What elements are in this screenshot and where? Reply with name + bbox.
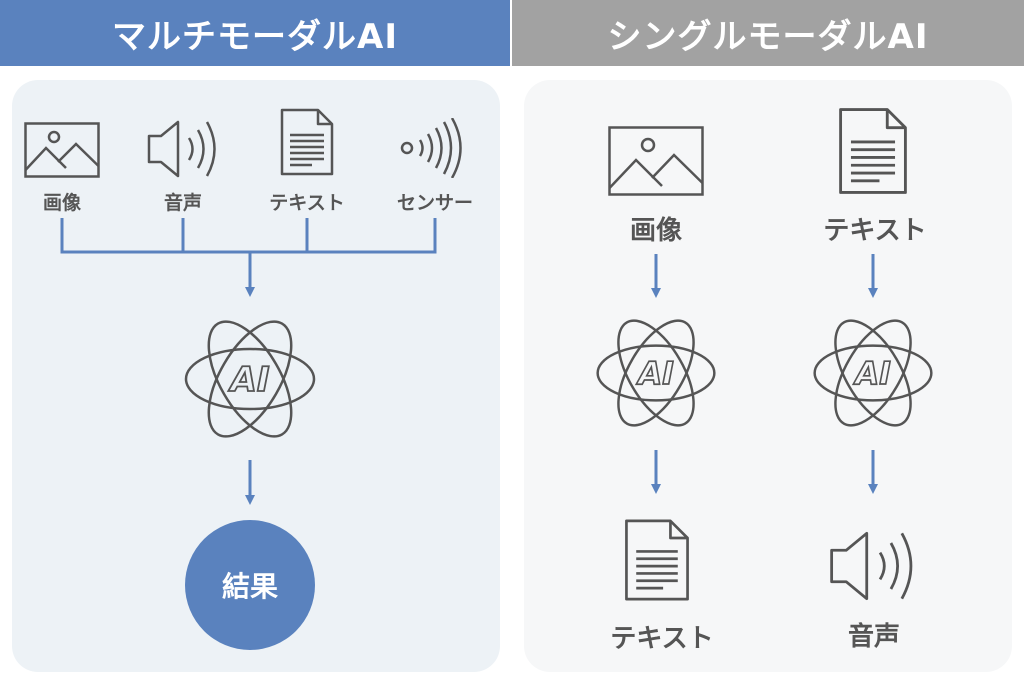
multimodal-header: マルチモーダルAI [0, 0, 510, 66]
ai-atom-icon: AI [184, 320, 316, 438]
pipeline2-input-label: テキスト [823, 216, 927, 246]
image-icon [608, 126, 704, 196]
ai-text: AI [852, 356, 891, 392]
multimodal-title: マルチモーダルAI [112, 16, 398, 57]
pipeline1-input-label: 画像 [629, 216, 683, 246]
input-label-image: 画像 [42, 192, 82, 214]
input-label-sensor: センサー [396, 192, 474, 214]
ai-atom-icon: AI [596, 319, 716, 427]
result-label: 結果 [221, 570, 278, 603]
ai-atom-icon: AI [813, 319, 933, 427]
pipeline1-output-label: テキスト [610, 624, 714, 654]
ai-text: AI [635, 356, 674, 392]
speaker-icon [147, 120, 216, 178]
ai-text: AI [228, 360, 270, 400]
singlemodal-title: シングルモーダルAI [607, 16, 929, 57]
document-icon [839, 108, 907, 194]
input-label-text: テキスト [269, 192, 345, 214]
result-circle: 結果 [185, 520, 315, 650]
document-icon [280, 108, 334, 176]
document-icon [625, 519, 689, 601]
pipeline2-output-label: 音声 [847, 622, 901, 652]
singlemodal-header: シングルモーダルAI [512, 0, 1024, 66]
input-label-audio: 音声 [163, 192, 203, 214]
speaker-icon [830, 531, 913, 601]
image-icon [24, 122, 100, 178]
sensor-icon [400, 118, 462, 178]
